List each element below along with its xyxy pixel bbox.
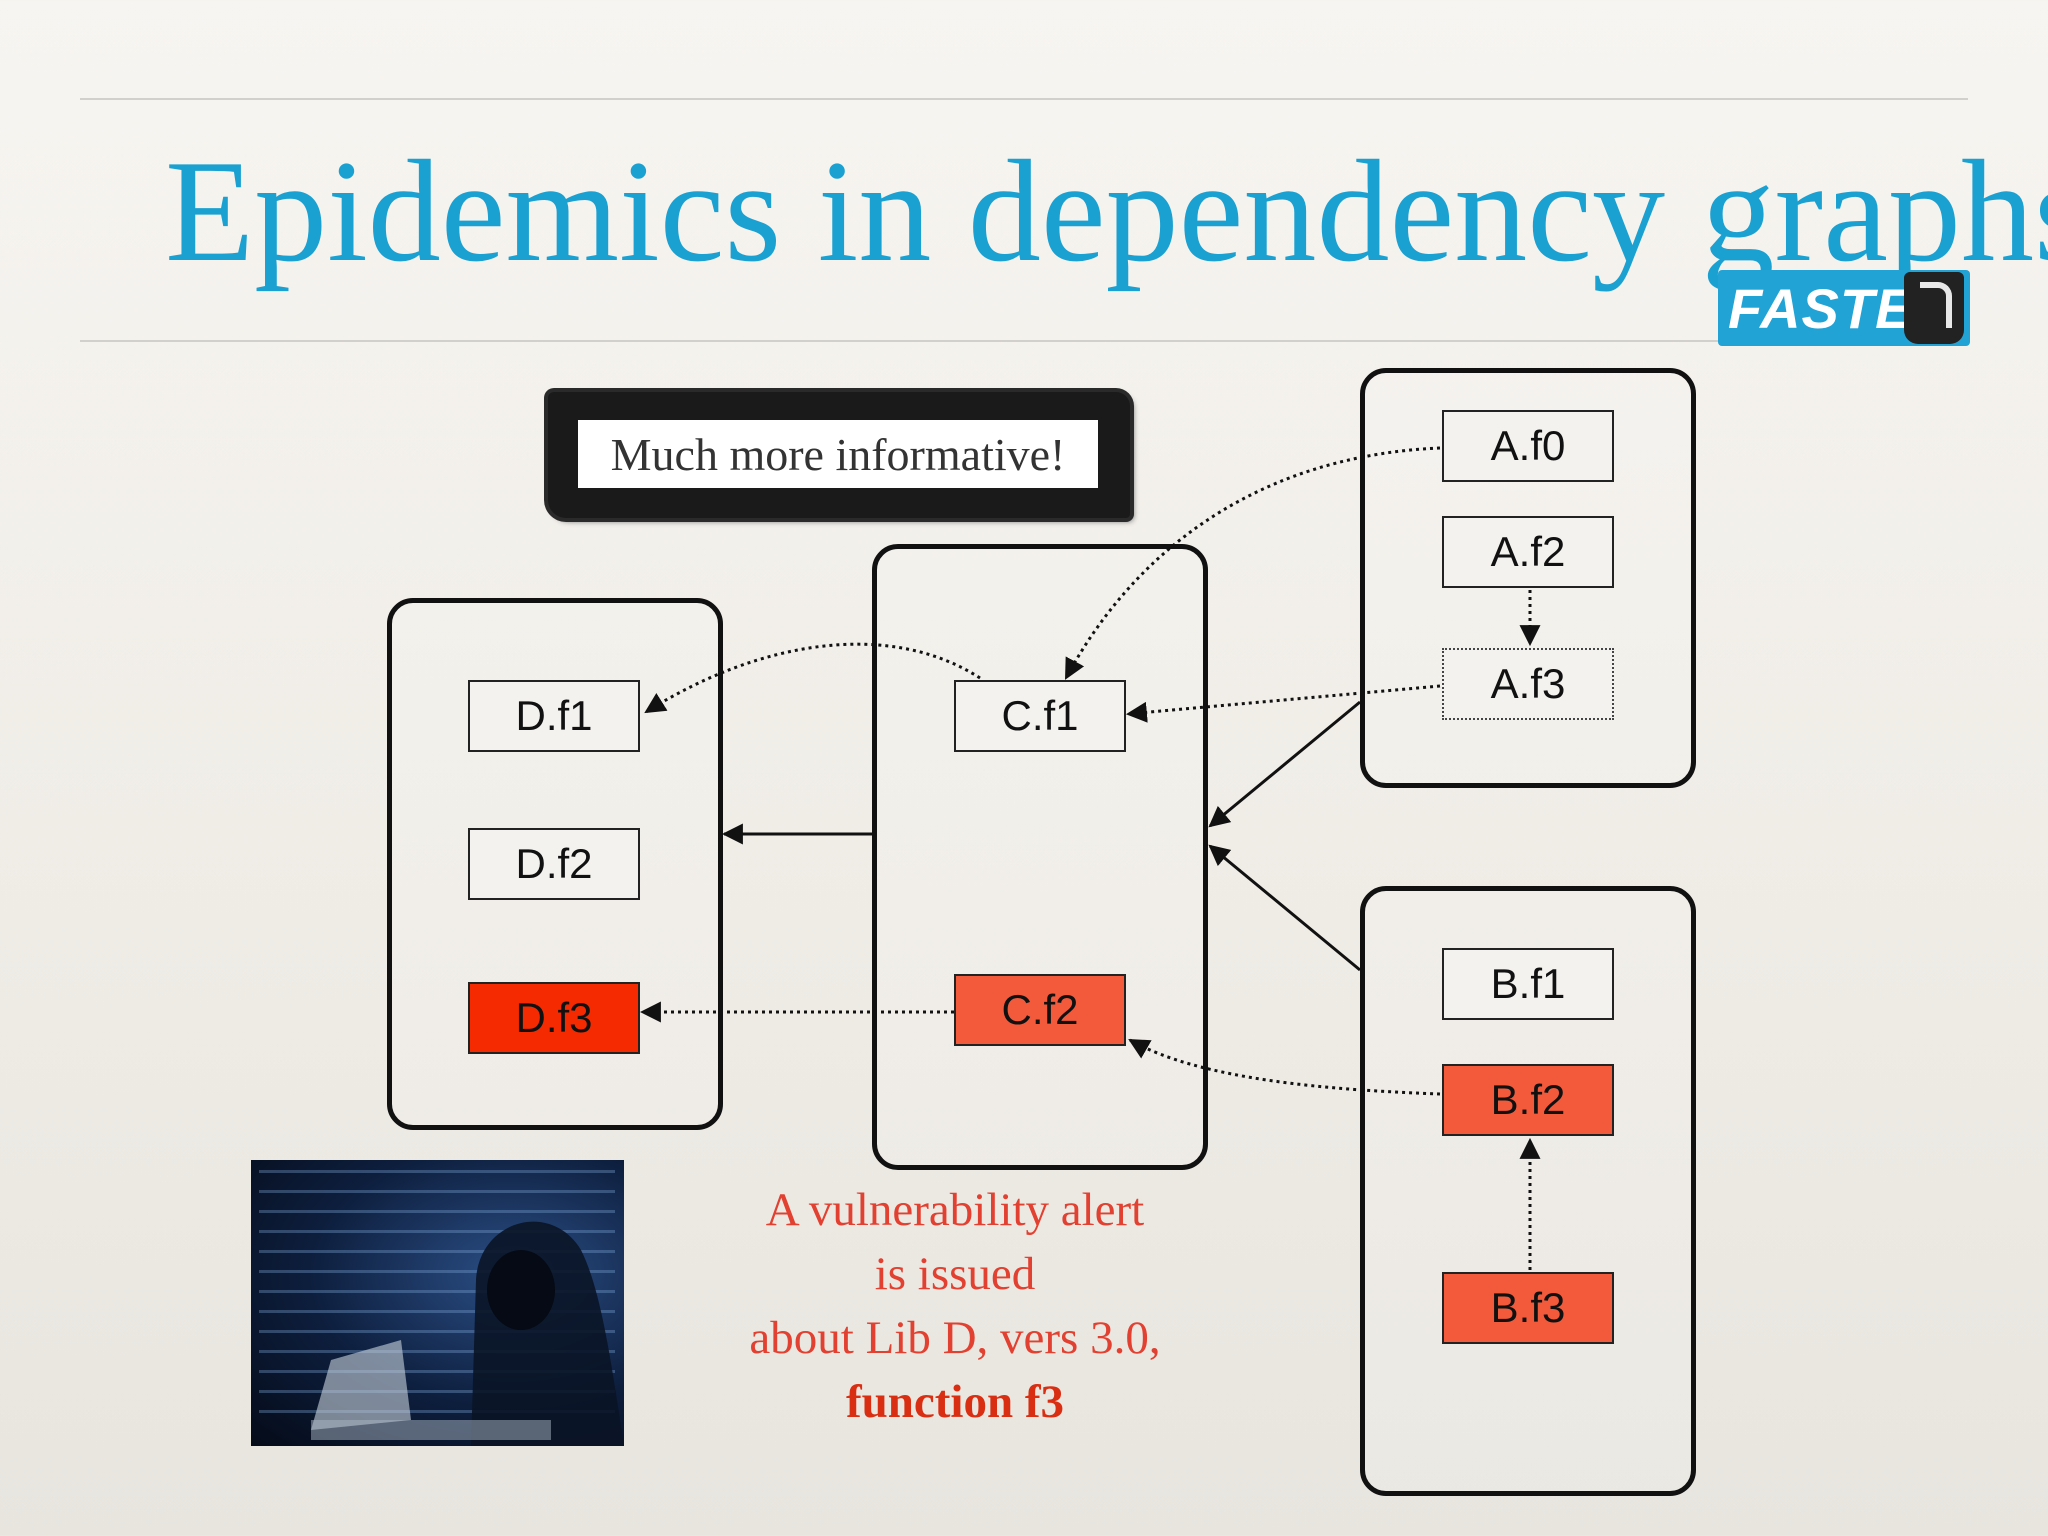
function-c-f2: C.f2 — [954, 974, 1126, 1046]
function-b-f1: B.f1 — [1442, 948, 1614, 1020]
function-d-f3: D.f3 — [468, 982, 640, 1054]
alert-line-3: about Lib D, vers 3.0, — [749, 1312, 1161, 1364]
alert-line-1: A vulnerability alert — [765, 1184, 1145, 1236]
function-c-f1: C.f1 — [954, 680, 1126, 752]
function-a-f3: A.f3 — [1442, 648, 1614, 720]
edge-lib-b-to-lib-c — [1208, 844, 1361, 972]
fasten-logo-icon: FASTEN — [1718, 270, 1970, 346]
function-d-f2: D.f2 — [468, 828, 640, 900]
slide-title: Epidemics in dependency graphs — [165, 130, 2048, 292]
call-a-f0-to-c-f1 — [1064, 446, 1441, 680]
call-b-f2-to-c-f2 — [1128, 1038, 1441, 1096]
function-a-f0: A.f0 — [1442, 410, 1614, 482]
alert-emphasis: function f3 — [845, 1376, 1065, 1428]
vulnerability-alert: A vulnerability alert is issued about Li… — [640, 1178, 1270, 1434]
hacker-image-icon — [251, 1160, 624, 1446]
alert-line-2: is issued — [874, 1248, 1036, 1300]
title-rule — [80, 340, 1968, 342]
function-d-f1: D.f1 — [468, 680, 640, 752]
call-a-f3-to-c-f1 — [1125, 684, 1441, 723]
call-c-f1-to-d-f1 — [644, 642, 981, 714]
function-b-f3: B.f3 — [1442, 1272, 1614, 1344]
callout-text: Much more informative! — [578, 420, 1098, 488]
function-a-f2: A.f2 — [1442, 516, 1614, 588]
top-rule — [80, 98, 1968, 100]
function-b-f2: B.f2 — [1442, 1064, 1614, 1136]
edge-lib-a-to-lib-c — [1208, 700, 1361, 828]
library-c-box — [872, 544, 1208, 1170]
callout-badge: Much more informative! — [548, 392, 1130, 518]
logo-mark-icon — [1904, 272, 1964, 344]
